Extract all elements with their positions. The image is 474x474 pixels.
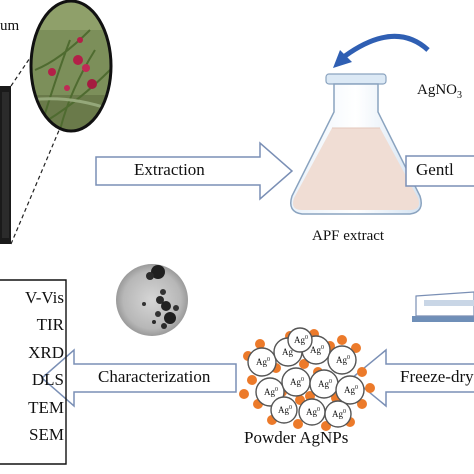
ag0-nanoparticle: Ag0 (247, 347, 277, 377)
ag0-label: Ag0 (332, 409, 346, 419)
plant-specimen-panel (0, 86, 11, 244)
orange-particle (247, 375, 257, 385)
orange-particle (365, 383, 375, 393)
orange-particle (299, 359, 309, 369)
technique-item: TIR (36, 315, 64, 335)
ag0-label: Ag0 (318, 379, 332, 389)
agno3-label: AgNO3 (417, 82, 462, 101)
ag0-nanoparticle: Ag0 (270, 396, 298, 424)
orange-particle (239, 389, 249, 399)
species-label-fragment: um (0, 18, 20, 34)
techniques-box (0, 279, 67, 465)
orange-particle (351, 343, 361, 353)
orange-particle (255, 339, 265, 349)
agnp-cluster: Ag0Ag0Ag0Ag0Ag0Ag0Ag0Ag0Ag0Ag0Ag0Ag0 (239, 327, 375, 431)
technique-item: DLS (31, 370, 64, 390)
ag0-nanoparticle: Ag0 (281, 367, 311, 397)
ag0-nanoparticle: Ag0 (309, 369, 339, 399)
ag0-label: Ag0 (278, 405, 292, 415)
technique-item: TEM (28, 397, 64, 417)
ag0-nanoparticle: Ag0 (298, 398, 326, 426)
orange-particle (293, 419, 303, 429)
ag0-label: Ag0 (336, 355, 350, 365)
technique-item: XRD (28, 342, 64, 362)
curved-addition-arrow (333, 34, 430, 68)
apf-extract-label: APF extract (312, 228, 385, 244)
ag0-label: Ag0 (310, 345, 324, 355)
gentle-arrow (405, 155, 474, 187)
tem-image (116, 264, 188, 336)
characterization-arrow (40, 348, 237, 408)
gentle-label-fragment: Gentl (416, 160, 454, 179)
ag0-label: Ag0 (264, 387, 278, 397)
technique-item: SEM (29, 424, 64, 444)
orange-particle (337, 335, 347, 345)
ag0-nanoparticle: Ag0 (335, 375, 365, 405)
orange-particle (357, 367, 367, 377)
extraction-arrow (95, 141, 294, 201)
ag0-nanoparticle: Ag0 (287, 327, 313, 353)
technique-item: V-Vis (25, 288, 64, 307)
ag0-nanoparticle: Ag0 (324, 400, 352, 428)
freeze-drying-label: Freeze-drying (400, 367, 474, 386)
erlenmeyer-flask (290, 73, 422, 215)
agno3-subscript: 3 (457, 90, 462, 101)
ag0-label: Ag0 (306, 407, 320, 417)
extraction-label: Extraction (134, 160, 205, 179)
ag0-label: Ag0 (344, 385, 358, 395)
plant-photo-oval (29, 0, 113, 133)
ag0-label: Ag0 (294, 335, 308, 345)
ag0-label: Ag0 (290, 377, 304, 387)
orange-particle (357, 399, 367, 409)
characterization-label: Characterization (98, 367, 211, 386)
agno3-text: AgNO (417, 82, 457, 98)
freeze-dryer-device (412, 291, 474, 322)
ag0-label: Ag0 (256, 357, 270, 367)
zoom-lines (10, 45, 61, 245)
ag0-nanoparticle: Ag0 (327, 345, 357, 375)
powder-agnps-label: Powder AgNPs (244, 428, 349, 447)
